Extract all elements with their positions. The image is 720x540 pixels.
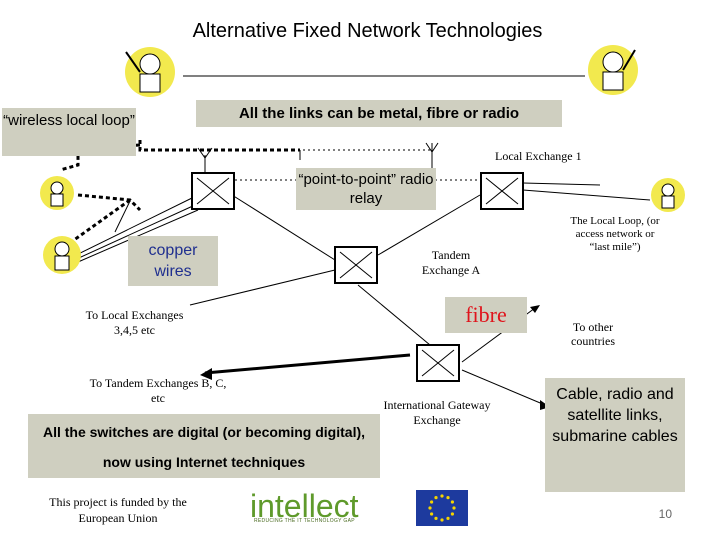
gateway-to-cable-line xyxy=(461,369,546,406)
switch-icon xyxy=(334,246,378,284)
right-to-tandem-line xyxy=(377,194,481,256)
intellect-logo: intellect xyxy=(250,488,359,524)
point-to-point-label: “point-to-point” radio relay xyxy=(296,168,436,210)
cartoon-doctor-icon xyxy=(648,175,688,220)
copper-wire-2 xyxy=(69,204,196,263)
page-number: 10 xyxy=(658,507,672,521)
links-note: All the links can be metal, fibre or rad… xyxy=(196,100,562,127)
to-tandem-exchanges-line xyxy=(204,353,411,375)
right-to-user-line xyxy=(522,189,651,201)
to-other-countries-label: To other countries xyxy=(571,320,615,348)
wireless-link-dotted-mid xyxy=(77,193,142,212)
intellect-logo-tagline: REDUCING THE IT TECHNOLOGY GAP xyxy=(254,518,355,524)
to-tandem-exchanges-label: To Tandem Exchanges B, C, etc xyxy=(89,376,227,405)
local-loop-note: The Local Loop, (or access network or “l… xyxy=(570,215,660,253)
switches-note: All the switches are digital (or becomin… xyxy=(28,414,380,478)
local-exchange-1-label: Local Exchange 1 xyxy=(495,149,582,163)
switch-icon xyxy=(416,344,460,382)
tandem-exchange-a-label: Tandem Exchange A xyxy=(421,248,481,277)
wireless-local-loop-label: “wireless local loop” xyxy=(2,108,136,156)
cartoon-doctor-icon xyxy=(583,40,643,105)
cable-note: Cable, radio and satellite links, submar… xyxy=(545,378,685,492)
international-gateway-label: International Gateway Exchange xyxy=(383,398,491,427)
switch-icon xyxy=(191,172,235,210)
page-title: Alternative Fixed Network Technologies xyxy=(192,20,543,42)
copper-wire-1 xyxy=(61,197,193,263)
wireless-link-dotted xyxy=(138,140,300,152)
funding-note: This project is funded by the European U… xyxy=(49,495,187,525)
cartoon-doctor-icon xyxy=(37,173,77,218)
fibre-label: fibre xyxy=(445,297,527,333)
copper-wires-label: copper wires xyxy=(128,236,218,286)
to-local-exchanges-label: To Local Exchanges 3,4,5 etc xyxy=(85,308,184,337)
european-union-flag-icon xyxy=(416,490,468,526)
left-to-tandem-line xyxy=(231,194,336,261)
to-local-exchanges-line xyxy=(189,269,336,306)
switch-icon xyxy=(480,172,524,210)
cartoon-doctor-icon xyxy=(120,42,180,107)
cartoon-doctor-icon xyxy=(40,233,85,283)
tandem-to-gateway-line xyxy=(357,284,431,346)
